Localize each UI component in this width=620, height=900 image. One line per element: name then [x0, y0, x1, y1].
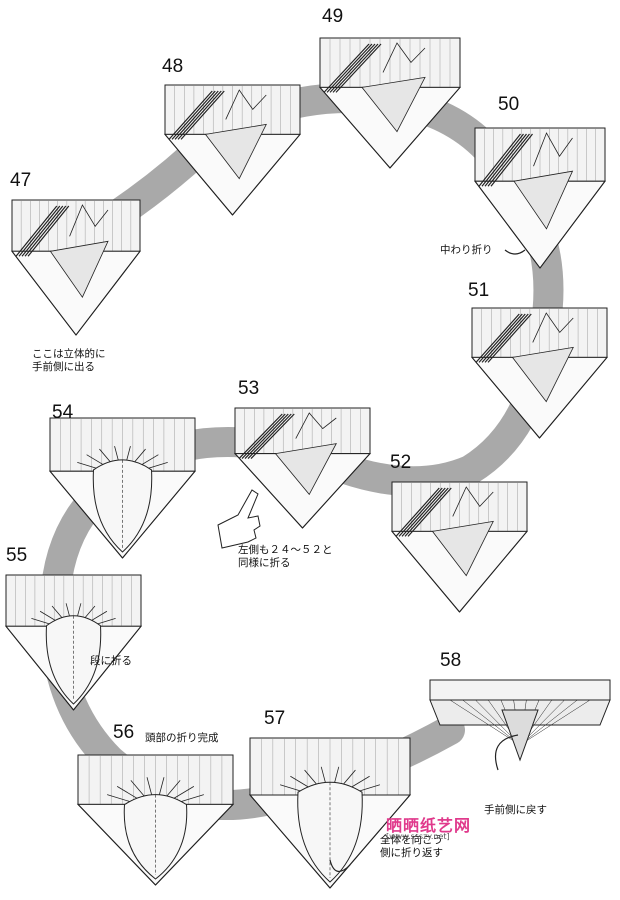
annotation-note-55: 段に折る [90, 655, 132, 668]
step-number-54: 54 [52, 402, 73, 424]
watermark-url: [www.ssszy.net] [386, 832, 450, 841]
step-figure-52 [392, 482, 527, 612]
step-number-51: 51 [468, 280, 489, 302]
step-figure-50 [475, 128, 605, 268]
step-number-58: 58 [440, 650, 461, 672]
step-number-48: 48 [162, 56, 183, 78]
step-figure-51 [472, 308, 607, 438]
step-number-52: 52 [390, 452, 411, 474]
step-number-57: 57 [264, 708, 285, 730]
step-number-49: 49 [322, 6, 343, 28]
annotation-note-56: 頭部の折り完成 [145, 732, 219, 745]
annotation-note-53: 左側も２４～５２と 同様に折る [238, 544, 333, 570]
annotation-note-47: ここは立体的に 手前側に出る [32, 348, 106, 374]
fold-arrow-1 [505, 250, 525, 254]
step-figure-49 [320, 38, 460, 168]
step-number-47: 47 [10, 170, 31, 192]
step-figure-47 [12, 200, 140, 335]
step-number-55: 55 [6, 545, 27, 567]
step-figure-53 [235, 408, 370, 528]
step-figure-56 [78, 755, 233, 885]
step-figure-48 [165, 85, 300, 215]
step-number-50: 50 [498, 94, 519, 116]
step-figure-55 [6, 575, 141, 710]
step-number-53: 53 [238, 378, 259, 400]
annotation-note-50: 中わり折り [440, 244, 493, 257]
step-number-56: 56 [113, 722, 134, 744]
step-figure-58 [430, 680, 610, 760]
pointing-hand-icon [218, 490, 260, 548]
annotation-note-58: 手前側に戻す [484, 804, 547, 817]
